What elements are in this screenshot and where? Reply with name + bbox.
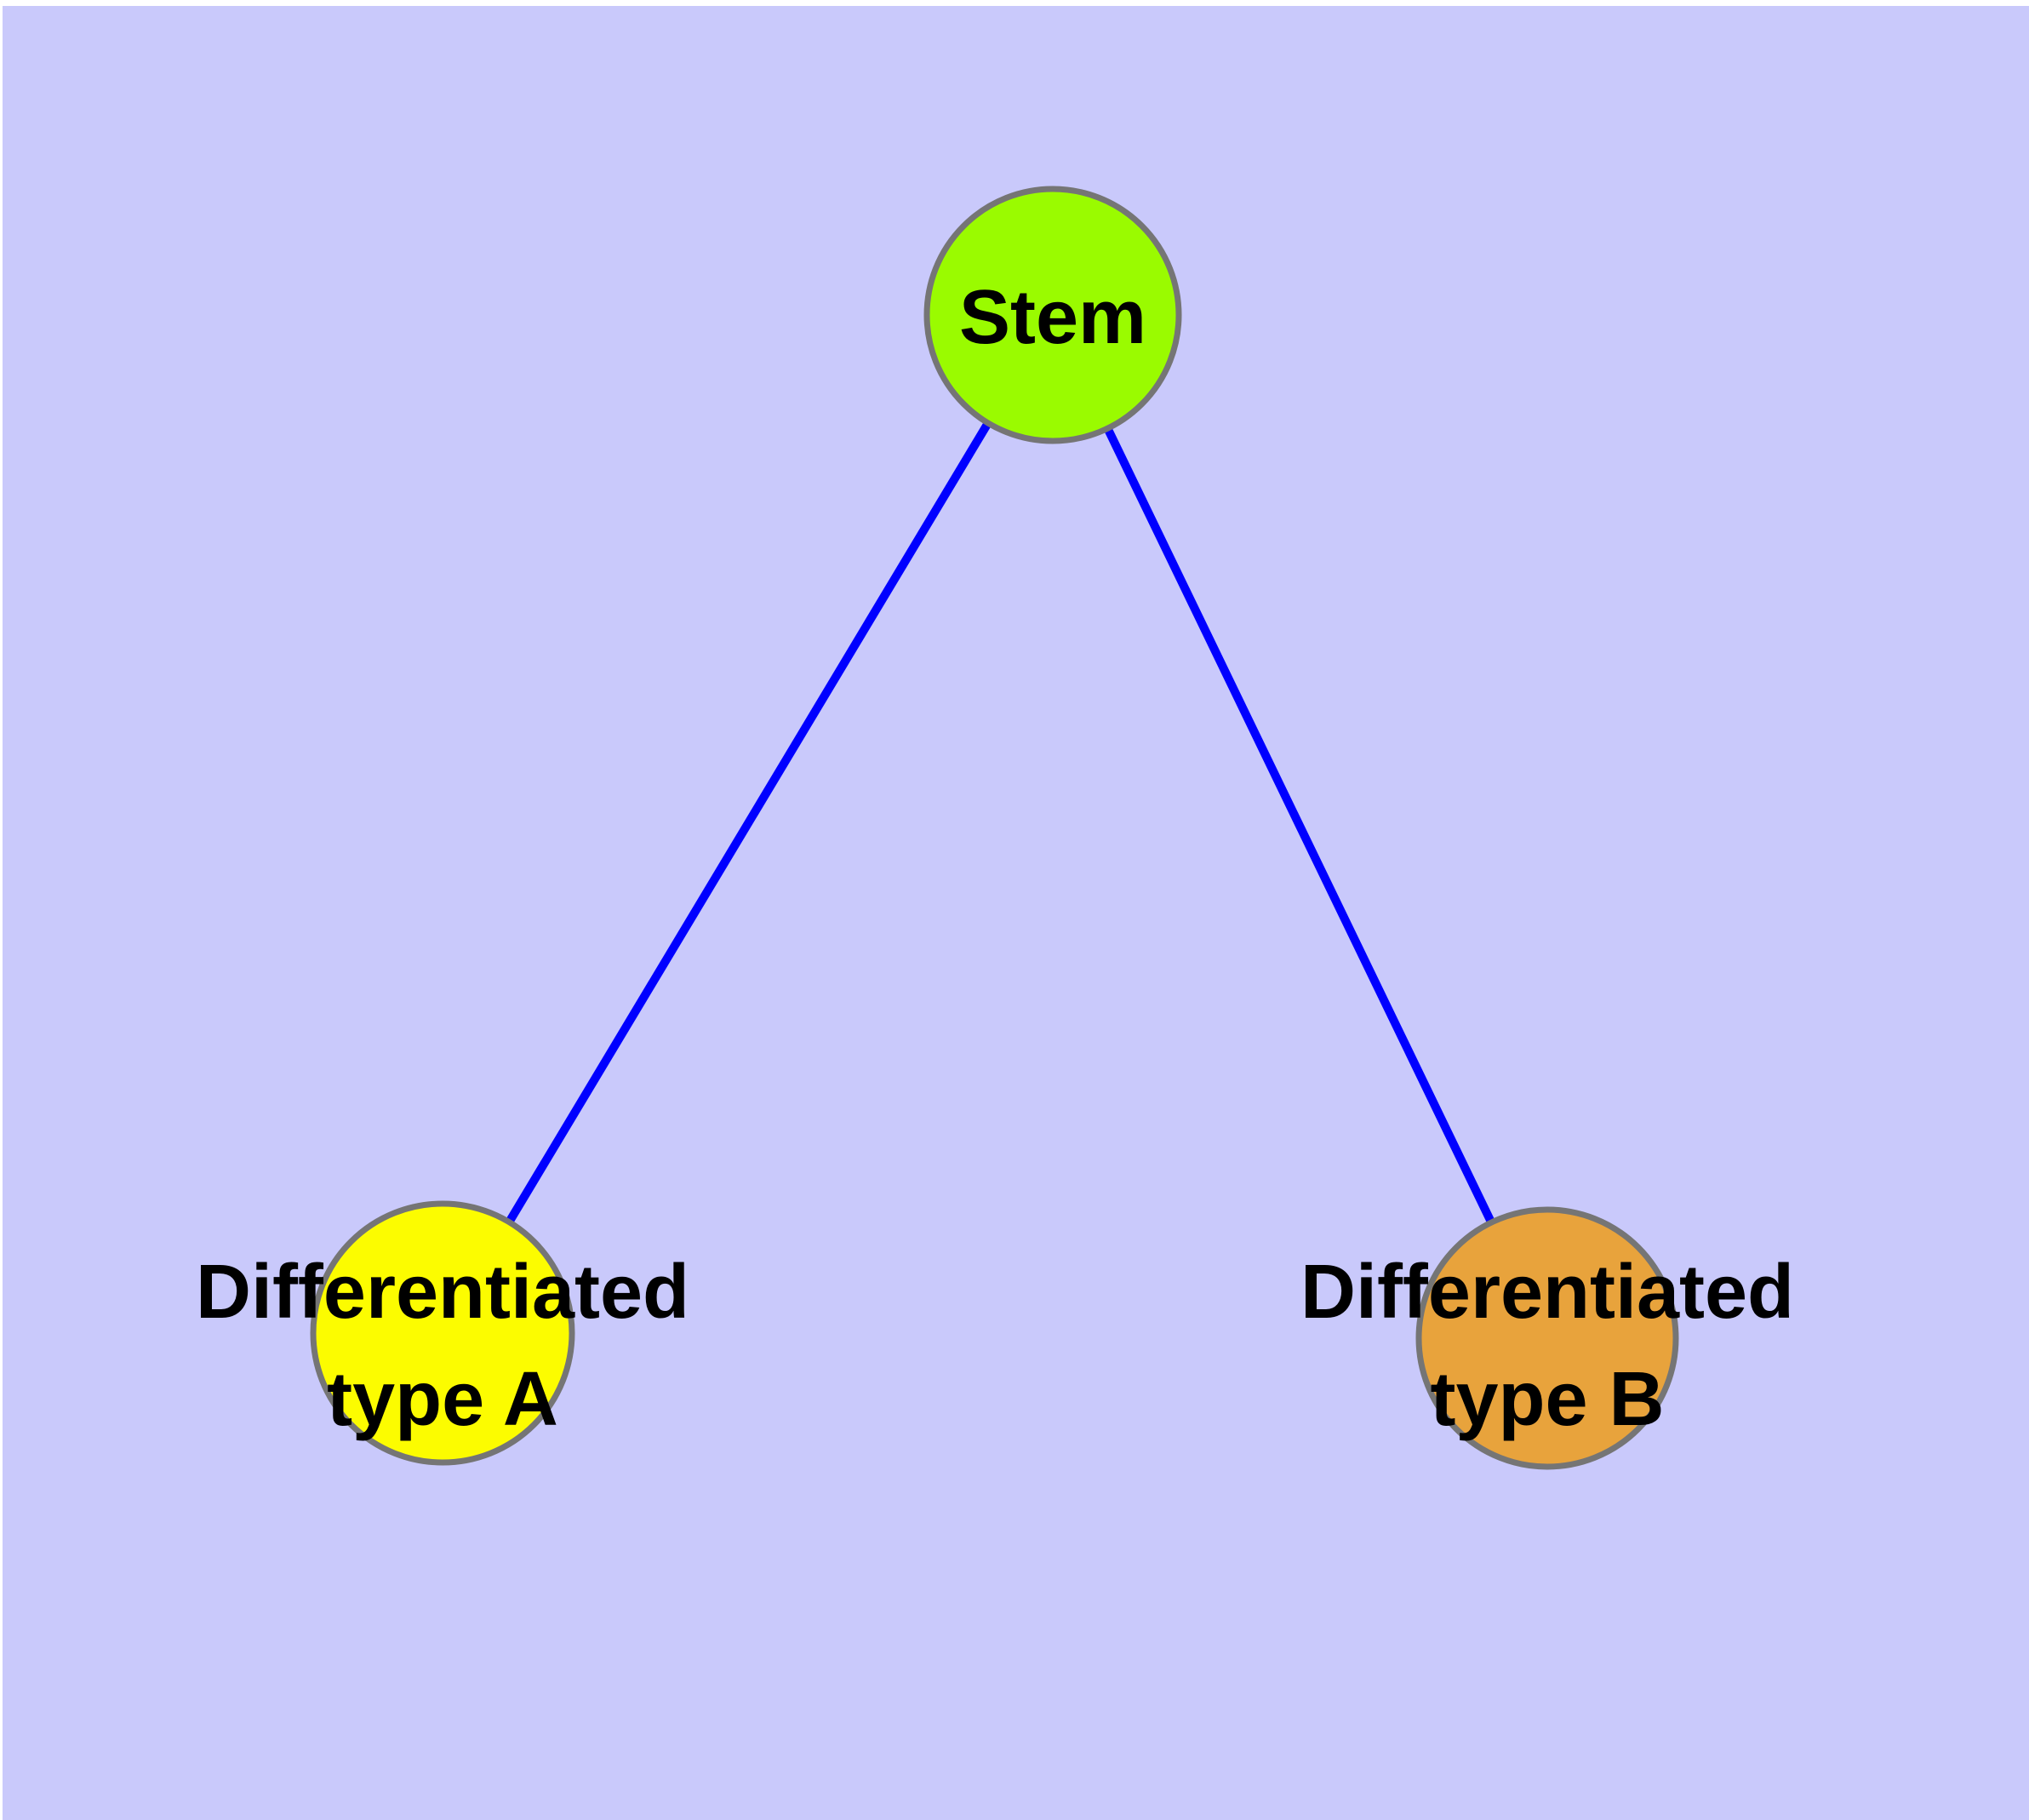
node-stem [923, 186, 1182, 444]
node-differentiated-type-a [310, 1200, 575, 1466]
edge-stem-to-type-b [1049, 312, 1552, 1341]
node-type-a-label-line2: type A [327, 1357, 558, 1442]
edge-stem-to-type-a [438, 312, 1057, 1336]
node-type-b-label-line2: type B [1430, 1357, 1664, 1442]
node-stem-label: Stem [959, 275, 1146, 360]
node-type-b-label-line1: Differentiated [1300, 1250, 1794, 1335]
node-differentiated-type-b [1415, 1206, 1679, 1470]
node-type-a-label-line1: Differentiated [196, 1250, 689, 1335]
